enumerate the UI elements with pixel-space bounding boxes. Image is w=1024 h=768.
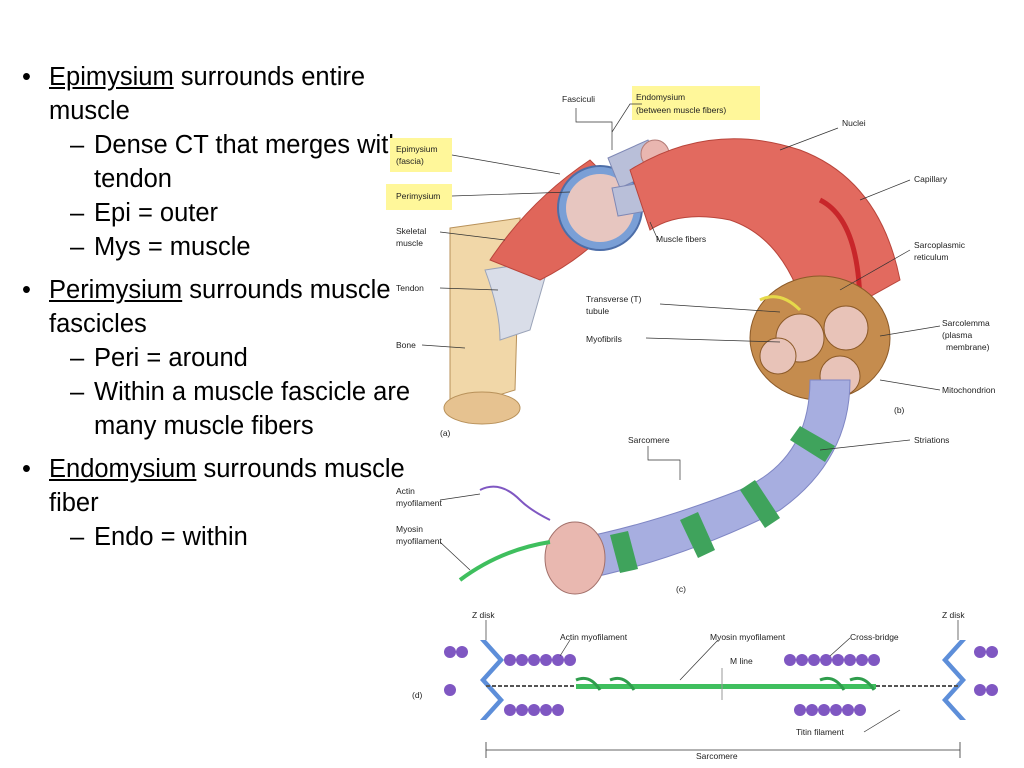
term-epimysium: Epimysium	[49, 63, 174, 91]
label-nuclei: Nuclei	[842, 118, 866, 128]
label-titin: Titin filament	[796, 727, 845, 737]
sub-bullet-text: Within a muscle fascicle are many muscle…	[94, 378, 411, 440]
label-mitochondrion: Mitochondrion	[942, 385, 996, 395]
bullet-marker: •	[22, 63, 31, 91]
leader-lines	[421, 103, 959, 733]
label-sarcomere-bottom: Sarcomere	[696, 751, 738, 761]
label-endomysium: Endomysium	[636, 92, 685, 102]
dash-marker: –	[70, 131, 85, 159]
bullet-group-epimysium: • Epimysium surrounds entire muscle –Den…	[22, 60, 422, 264]
bullet-list: • Epimysium surrounds entire muscle –Den…	[22, 58, 422, 563]
sub-bullet-text: Peri = around	[94, 344, 248, 372]
bone-illustration	[443, 217, 521, 425]
label-epimysium: Epimysium	[396, 144, 438, 154]
sarcomere-diagram	[444, 640, 998, 758]
bullet-epimysium: • Epimysium surrounds entire muscle	[22, 60, 422, 128]
label-skeletal: Skeletal	[396, 226, 426, 236]
perimysium-highlight	[386, 184, 452, 210]
bullet-marker: •	[22, 276, 31, 304]
label-actin-myofilament: Actin myofilament	[560, 632, 628, 642]
label-endomysium-sub: (between muscle fibers)	[636, 105, 726, 115]
label-striations: Striations	[914, 435, 949, 445]
label-sarcomere: Sarcomere	[628, 435, 670, 445]
dash-marker: –	[70, 199, 85, 227]
label-panel-a: (a)	[440, 428, 451, 438]
label-perimysium: Perimysium	[396, 191, 440, 201]
label-panel-c: (c)	[676, 584, 686, 594]
muscle-anatomy-figure: Fasciculi Endomysium (between muscle fib…	[386, 86, 998, 761]
label-t-tubule: Transverse (T)	[586, 294, 642, 304]
label-muscle-fibers: Muscle fibers	[656, 234, 706, 244]
actin-myofilament-strand	[479, 485, 551, 521]
term-endomysium: Endomysium	[49, 455, 197, 483]
label-z-disk-right: Z disk	[942, 610, 965, 620]
bullet-group-endomysium: • Endomysium surrounds muscle fiber –End…	[22, 452, 422, 554]
sub-bullet: –Dense CT that merges with tendon	[22, 128, 422, 196]
label-z-disk-left: Z disk	[472, 610, 495, 620]
label-myosin-myofilament: Myosin myofilament	[710, 632, 786, 642]
dash-marker: –	[70, 378, 85, 406]
label-skeletal-sub: muscle	[396, 238, 423, 248]
striated-myofibril	[544, 379, 851, 595]
dash-marker: –	[70, 344, 85, 372]
bullet-group-perimysium: • Perimysium surrounds muscle fascicles …	[22, 273, 422, 443]
label-sarcoplasmic: Sarcoplasmic	[914, 240, 966, 250]
bullet-text: surrounds muscle fiber	[49, 455, 405, 517]
label-cross-bridge: Cross-bridge	[850, 632, 899, 642]
label-myosin-sub: myofilament	[396, 536, 442, 546]
epimysium-highlight	[390, 138, 452, 172]
sub-bullet: –Mys = muscle	[22, 230, 422, 264]
label-epimysium-sub: (fascia)	[396, 156, 424, 166]
label-panel-b: (b)	[894, 405, 905, 415]
dash-marker: –	[70, 523, 85, 551]
label-myosin: Myosin	[396, 524, 423, 534]
label-tendon: Tendon	[396, 283, 424, 293]
label-actin-sub: myofilament	[396, 498, 442, 508]
sub-bullet: –Peri = around	[22, 341, 422, 375]
label-panel-d: (d)	[412, 690, 423, 700]
myofibril-cross-section	[749, 275, 891, 401]
dash-marker: –	[70, 233, 85, 261]
sub-bullet-text: Endo = within	[94, 523, 248, 551]
bullet-text: surrounds entire muscle	[49, 63, 366, 125]
myosin-myofilament-strand	[458, 540, 551, 582]
label-fasciculi: Fasciculi	[562, 94, 595, 104]
bullet-text: surrounds muscle fascicles	[49, 276, 391, 338]
label-myofibrils: Myofibrils	[586, 334, 622, 344]
sub-bullet-text: Mys = muscle	[94, 233, 251, 261]
bullet-perimysium: • Perimysium surrounds muscle fascicles	[22, 273, 422, 341]
label-bone: Bone	[396, 340, 416, 350]
sub-bullet: –Epi = outer	[22, 196, 422, 230]
label-reticulum: reticulum	[914, 252, 948, 262]
term-perimysium: Perimysium	[49, 276, 183, 304]
label-t-tubule-sub: tubule	[586, 306, 609, 316]
bullet-marker: •	[22, 455, 31, 483]
label-sarcolemma-sub2: membrane)	[946, 342, 990, 352]
sub-bullet: –Endo = within	[22, 520, 422, 554]
label-m-line: M line	[730, 656, 753, 666]
sub-bullet: –Within a muscle fascicle are many muscl…	[22, 375, 422, 443]
sub-bullet-text: Dense CT that merges with tendon	[94, 131, 403, 193]
label-capillary: Capillary	[914, 174, 948, 184]
bullet-endomysium: • Endomysium surrounds muscle fiber	[22, 452, 422, 520]
label-sarcolemma-sub1: (plasma	[942, 330, 973, 340]
label-sarcolemma: Sarcolemma	[942, 318, 990, 328]
label-actin: Actin	[396, 486, 415, 496]
sub-bullet-text: Epi = outer	[94, 199, 219, 227]
endomysium-highlight	[632, 86, 760, 120]
